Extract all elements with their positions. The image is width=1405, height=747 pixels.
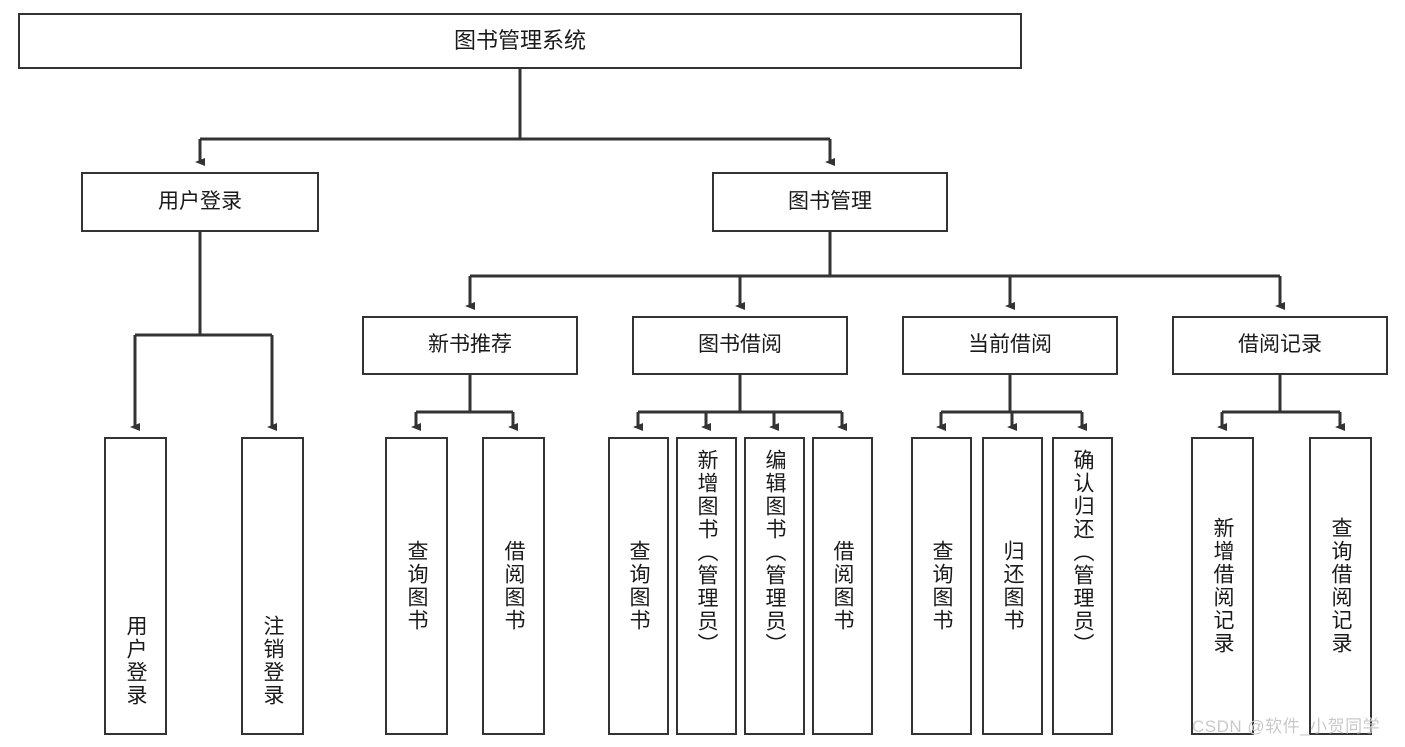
node-leaf-add-book-admin-label: 新增图书（管理员） [695, 449, 718, 656]
node-book-borrow[interactable]: 图书借阅 [632, 316, 848, 375]
node-book-borrow-label: 图书借阅 [698, 333, 782, 357]
node-leaf-return-book[interactable]: 归还图书 [982, 437, 1043, 735]
node-leaf-query-book-current[interactable]: 查询图书 [911, 437, 972, 735]
node-root-label: 图书管理系统 [453, 28, 586, 54]
node-borrow-record-label: 借阅记录 [1238, 333, 1322, 357]
node-leaf-confirm-return-admin-label: 确认归还（管理员） [1071, 449, 1094, 656]
node-leaf-query-borrow-record-label: 查询借阅记录 [1329, 517, 1352, 655]
node-leaf-user-logout[interactable]: 注销登录 [241, 437, 304, 735]
node-leaf-query-borrow-record[interactable]: 查询借阅记录 [1309, 437, 1372, 735]
node-leaf-user-login[interactable]: 用户登录 [104, 437, 167, 735]
node-leaf-borrow-book[interactable]: 借阅图书 [812, 437, 873, 735]
node-leaf-borrow-book-rec-label: 借阅图书 [502, 540, 525, 632]
node-book-manage[interactable]: 图书管理 [712, 172, 948, 232]
node-leaf-edit-book-admin[interactable]: 编辑图书（管理员） [744, 437, 805, 735]
node-new-book-rec-label: 新书推荐 [428, 333, 512, 357]
node-root[interactable]: 图书管理系统 [18, 13, 1022, 69]
node-user-login[interactable]: 用户登录 [81, 172, 319, 232]
node-leaf-query-book-rec[interactable]: 查询图书 [385, 437, 448, 735]
node-leaf-user-login-label: 用户登录 [124, 615, 147, 707]
node-leaf-add-book-admin[interactable]: 新增图书（管理员） [676, 437, 737, 735]
node-leaf-query-book-borrow[interactable]: 查询图书 [608, 437, 669, 735]
node-leaf-edit-book-admin-label: 编辑图书（管理员） [763, 449, 786, 656]
node-borrow-record[interactable]: 借阅记录 [1172, 316, 1388, 375]
node-leaf-query-book-rec-label: 查询图书 [405, 540, 428, 632]
node-user-login-label: 用户登录 [158, 189, 242, 213]
node-leaf-query-book-borrow-label: 查询图书 [627, 540, 650, 632]
node-leaf-query-book-current-label: 查询图书 [930, 540, 953, 632]
csdn-watermark: CSDN @软件_小贺同学 [1192, 717, 1381, 736]
node-book-manage-label: 图书管理 [788, 189, 872, 213]
node-leaf-add-borrow-record[interactable]: 新增借阅记录 [1191, 437, 1254, 735]
node-leaf-add-borrow-record-label: 新增借阅记录 [1211, 517, 1234, 655]
node-leaf-user-logout-label: 注销登录 [261, 615, 284, 707]
node-leaf-borrow-book-label: 借阅图书 [831, 540, 854, 632]
node-leaf-return-book-label: 归还图书 [1001, 540, 1024, 632]
node-leaf-borrow-book-rec[interactable]: 借阅图书 [482, 437, 545, 735]
node-current-borrow-label: 当前借阅 [968, 333, 1052, 357]
node-new-book-rec[interactable]: 新书推荐 [362, 316, 578, 375]
node-current-borrow[interactable]: 当前借阅 [902, 316, 1118, 375]
node-leaf-confirm-return-admin[interactable]: 确认归还（管理员） [1052, 437, 1113, 735]
